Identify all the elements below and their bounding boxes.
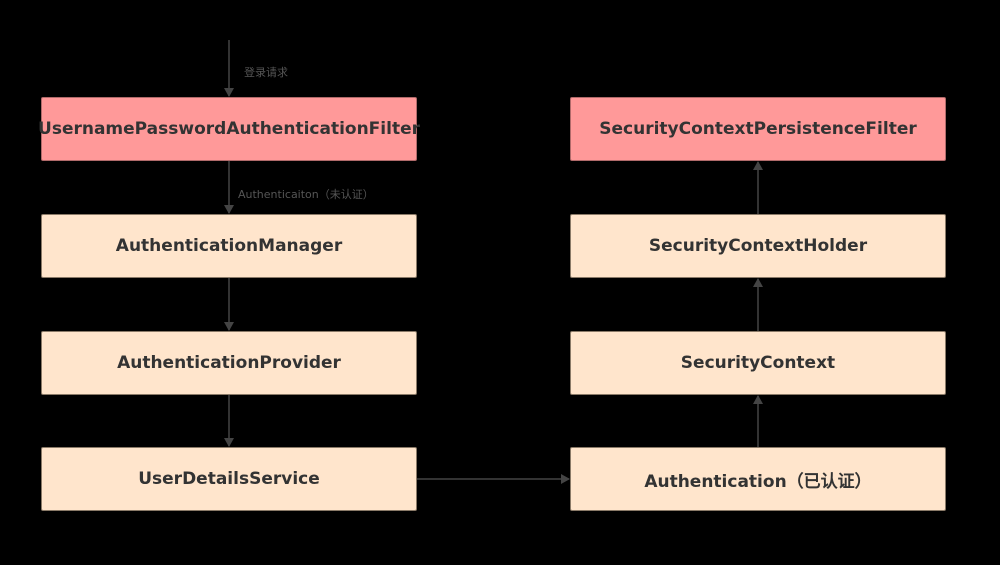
user-details-service-node: UserDetailsService xyxy=(41,447,417,511)
unauthenticated-label: Authenticaiton（未认证） xyxy=(238,188,374,201)
security-context-persistence-filter-node: SecurityContextPersistenceFilter xyxy=(570,97,946,161)
security-context-holder-node: SecurityContextHolder xyxy=(570,214,946,278)
authentication-manager-node: AuthenticationManager xyxy=(41,214,417,278)
security-context-node: SecurityContext xyxy=(570,331,946,395)
authentication-provider-node: AuthenticationProvider xyxy=(41,331,417,395)
username-password-filter-node: UsernamePasswordAuthenticationFilter xyxy=(38,97,420,161)
authentication-authenticated-node: Authentication（已认证） xyxy=(570,447,946,511)
login-request-label: 登录请求 xyxy=(244,66,288,79)
